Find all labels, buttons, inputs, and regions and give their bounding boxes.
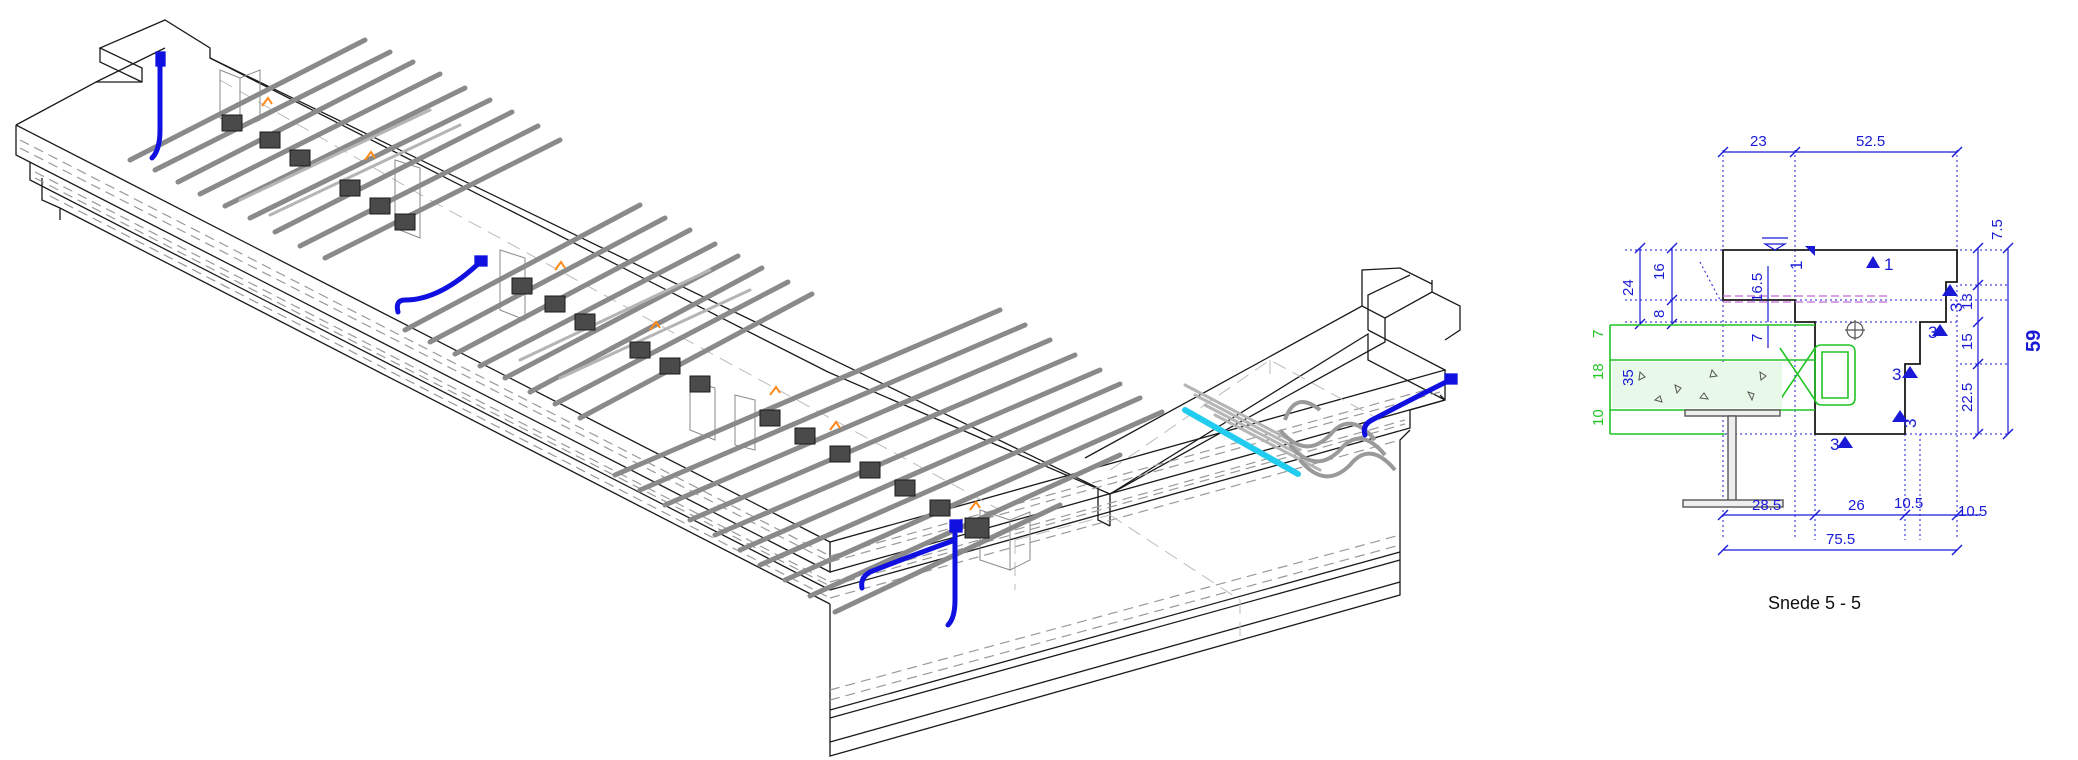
dim-total-height: 59 — [2023, 330, 2045, 352]
slab-dim-18: 18 — [1590, 363, 1607, 380]
rebar-loops — [1278, 400, 1397, 479]
rebar-rods — [127, 37, 1165, 615]
dim-right-7-5: 7.5 — [1989, 219, 2006, 240]
section-outline — [1722, 249, 1958, 435]
slab-dim-35: 35 — [1620, 369, 1637, 386]
dim-bottom-26: 26 — [1848, 497, 1865, 514]
marker-3a: 3 — [1947, 303, 1966, 312]
fixture-symbol — [1845, 320, 1865, 340]
section-marker-triangles — [1805, 246, 1958, 448]
accent-tags — [261, 96, 981, 511]
cyan-bar — [1182, 407, 1301, 477]
dimension-ticks — [1634, 146, 2014, 556]
dimension-labels: 23 52.5 24 16 8 16.5 7 7.5 13 15 22.5 59… — [1590, 133, 2045, 548]
dim-bottom-10-5b: 10.5 — [1958, 503, 1987, 520]
steel-beam — [1682, 409, 1784, 508]
dim-top-52-5: 52.5 — [1856, 133, 1885, 150]
marker-3b: 3 — [1928, 323, 1937, 342]
marker-1a: 1 — [1787, 261, 1806, 270]
slab-dim-7: 7 — [1590, 330, 1607, 338]
slab-dim-10: 10 — [1590, 409, 1607, 426]
cross-section-view: 23 52.5 24 16 8 16.5 7 7.5 13 15 22.5 59… — [1590, 133, 2045, 613]
marker-3e: 3 — [1830, 435, 1839, 454]
marker-3c: 3 — [1892, 365, 1901, 384]
beam-front-faces — [15, 125, 1446, 757]
section-marker-labels: 1 1 3 3 3 3 3 — [1787, 255, 1966, 454]
dim-bottom-28-5: 28.5 — [1752, 497, 1781, 514]
section-caption: Snede 5 - 5 — [1768, 593, 1861, 613]
slab-fill — [1612, 362, 1782, 408]
isometric-beam-view — [15, 19, 1461, 757]
blue-pipes — [149, 55, 1453, 628]
embedded-box-hidden — [219, 79, 1381, 640]
marker-1b: 1 — [1884, 255, 1893, 274]
dim-inner-7: 7 — [1749, 334, 1766, 342]
slab-aggregate — [1638, 368, 1767, 403]
dim-top-23: 23 — [1750, 133, 1767, 150]
connector-plates — [221, 114, 990, 539]
dim-left-16: 16 — [1651, 263, 1668, 280]
rebar-rods-light — [238, 108, 1322, 472]
pipe-heads — [155, 51, 1458, 533]
dim-right-15: 15 — [1959, 333, 1976, 350]
surface-marker — [1762, 237, 1788, 251]
section-interior-dashed — [1723, 295, 1890, 303]
dim-left-24: 24 — [1620, 279, 1637, 296]
dim-bottom-10-5a: 10.5 — [1894, 495, 1923, 512]
dim-total-width: 75.5 — [1826, 531, 1855, 548]
section-dimension-lines — [1639, 151, 2009, 551]
dim-right-13: 13 — [1959, 293, 1976, 310]
dim-inner-16-5: 16.5 — [1749, 273, 1766, 302]
dim-right-22-5: 22.5 — [1959, 383, 1976, 412]
dim-left-8: 8 — [1651, 310, 1668, 318]
marker-3d: 3 — [1901, 419, 1920, 428]
